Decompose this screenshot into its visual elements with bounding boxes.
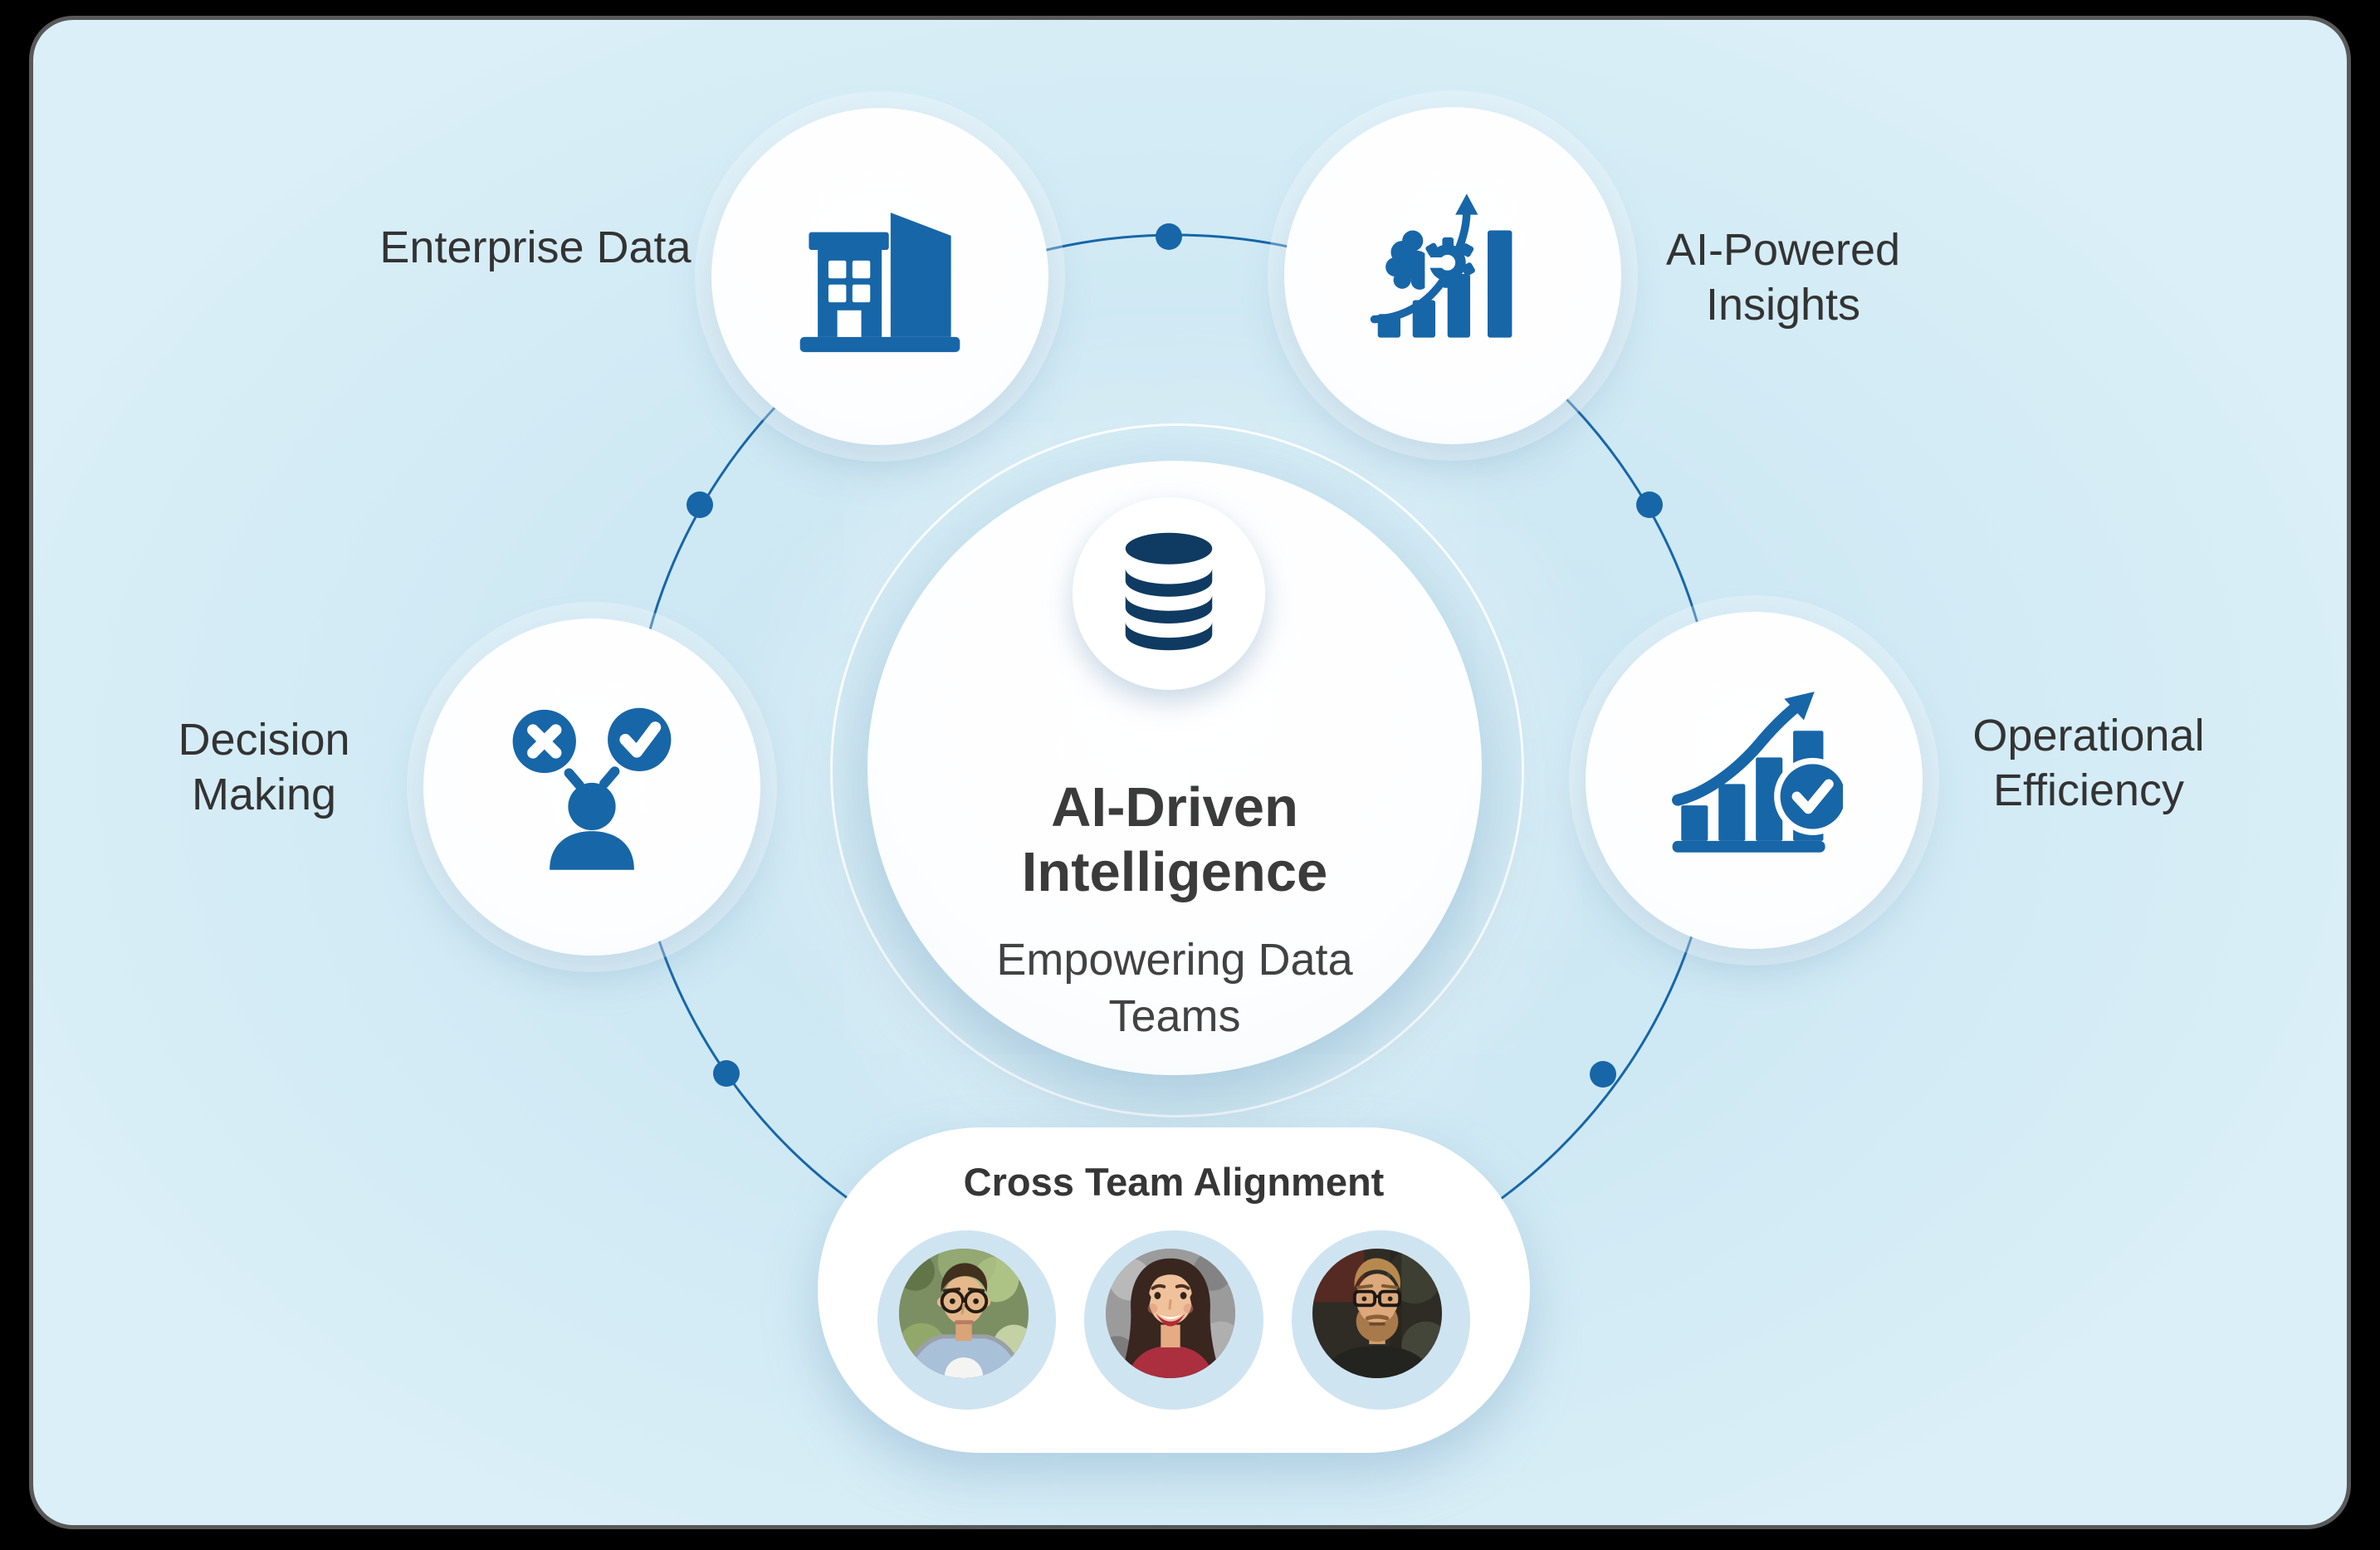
node-circle-ai-powered-insights (1284, 107, 1621, 444)
node-circle-operational-efficiency (1586, 612, 1923, 949)
avatar-row (877, 1230, 1470, 1410)
avatar-2 (1105, 1249, 1235, 1378)
center-title: AI-Driven Intelligence (1021, 776, 1328, 904)
node-circle-enterprise-data (711, 108, 1048, 445)
avatar-1 (898, 1249, 1029, 1378)
building-icon (791, 186, 969, 368)
center-icon-badge (1073, 497, 1265, 690)
center-halo-ring (830, 423, 1524, 1117)
orbit-dot (1636, 491, 1663, 518)
orbit-dot (1590, 1061, 1616, 1088)
database-icon (1116, 529, 1222, 659)
cross-team-alignment-card: Cross Team Alignment (818, 1127, 1530, 1453)
orbit-dot (687, 491, 713, 518)
node-label-operational-efficiency: Operational Efficiency (1972, 711, 2205, 815)
node-label-enterprise-data: Enterprise Data (379, 222, 692, 272)
avatar-3 (1312, 1249, 1443, 1378)
avatar-ring (1084, 1230, 1263, 1410)
bar-chart-growth-check-icon (1665, 690, 1852, 872)
avatar-ring (1291, 1230, 1470, 1410)
brain-gear-growth-icon (1366, 187, 1540, 365)
cross-team-alignment-title: Cross Team Alignment (963, 1160, 1385, 1204)
node-circle-decision-making (423, 619, 760, 956)
node-label-ai-powered-insights: AI-Powered Insights (1665, 225, 1901, 330)
orbit-dot (713, 1060, 740, 1087)
node-label-decision-making: Decision Making (178, 715, 350, 819)
avatar-ring (877, 1230, 1057, 1410)
orbit-dot (1156, 223, 1182, 250)
person-choice-icon (504, 697, 680, 878)
center-subtitle: Empowering Data Teams (996, 935, 1353, 1042)
